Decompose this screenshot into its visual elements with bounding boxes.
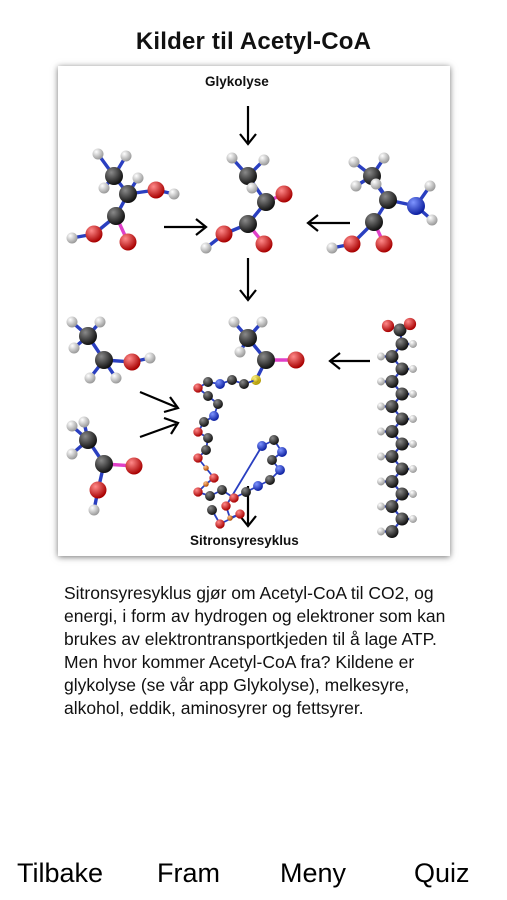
- arrow-from-acetic-acid: [139, 416, 180, 439]
- arrow-down-from-glykolyse: [239, 106, 257, 146]
- acetic-acid-molecule: [66, 416, 143, 516]
- glykolyse-label: Glykolyse: [205, 74, 269, 89]
- ethanol-molecule: [66, 316, 156, 384]
- page-title: Kilder til Acetyl-CoA: [135, 28, 372, 55]
- bottom-navigation: Tilbake Fram Meny Quiz: [0, 858, 507, 898]
- forward-button[interactable]: Fram: [157, 858, 220, 888]
- coenzyme-a-molecule: [193, 375, 287, 529]
- molecules-layer: [66, 148, 438, 538]
- arrow-from-ethanol: [139, 390, 180, 414]
- arrow-down-from-pyruvate: [239, 258, 257, 302]
- description-text: Sitronsyresyklus gjør om Acetyl-CoA til …: [64, 583, 446, 718]
- menu-button[interactable]: Meny: [280, 858, 347, 888]
- fatty-acid-molecule: [377, 317, 417, 538]
- lactate-molecule: [66, 148, 180, 251]
- molecule-diagram: [66, 106, 438, 538]
- arrow-left-from-alanine: [306, 214, 350, 232]
- arrow-left-from-fatty-acid: [328, 352, 370, 370]
- back-button[interactable]: Tilbake: [17, 858, 104, 888]
- acetyl-coa-sources-figure: Glykolyse Sitronsyresyklus: [58, 66, 450, 556]
- pyruvate-molecule: [200, 152, 293, 254]
- alanine-molecule: [326, 152, 438, 254]
- arrow-right-from-lactate: [164, 218, 208, 236]
- acetyl-group-molecule: [228, 316, 305, 385]
- sitronsyresyklus-label: Sitronsyresyklus: [190, 533, 299, 548]
- quiz-button[interactable]: Quiz: [414, 858, 470, 888]
